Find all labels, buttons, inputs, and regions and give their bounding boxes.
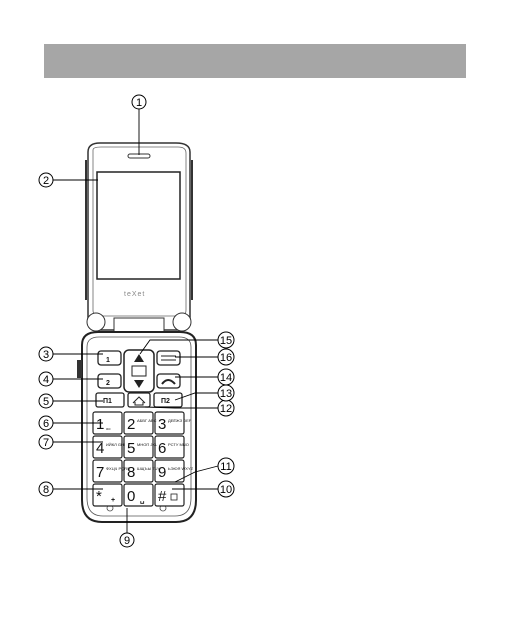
key-2-digit: 2 (127, 416, 135, 433)
call-button (97, 350, 122, 366)
phone-bottom-half: 1 2 П1 П2 (77, 331, 197, 523)
svg-text:15: 15 (220, 335, 232, 347)
callout-6: 6 (38, 415, 54, 431)
key-8-digit: 8 (127, 464, 135, 481)
callout-1: 1 (131, 94, 147, 110)
key-star-letters: + (111, 497, 115, 504)
svg-text:8: 8 (43, 484, 49, 496)
keypad: 1 oo 2 АБВГ ABC 3 ДЕЁЖЗ DEF 4 ИЙКЛ GHI 5… (92, 411, 194, 507)
callout-7: 7 (38, 434, 54, 450)
key-3-letters: ДЕЁЖЗ DEF (168, 418, 192, 423)
svg-text:13: 13 (220, 388, 232, 400)
call-sim2-label: 2 (106, 380, 110, 387)
key-8-letters: ШЩЪЫ TUV (137, 466, 161, 471)
svg-text:11: 11 (220, 461, 231, 473)
callout-12: 12 (217, 399, 235, 417)
callout-11: 11 (217, 457, 235, 475)
callout-3: 3 (38, 346, 54, 362)
callout-8: 8 (38, 481, 54, 497)
center-key (131, 365, 147, 377)
svg-text:2: 2 (43, 175, 49, 187)
svg-text:3: 3 (43, 349, 49, 361)
callout-15: 15 (217, 331, 235, 349)
key-2-letters: АБВГ ABC (137, 418, 157, 423)
key-hash-digit: # (158, 488, 167, 505)
softkey-left (95, 392, 125, 408)
key-1-letters: oo (106, 426, 111, 431)
key-6-letters: РСТУ MNO (168, 442, 189, 447)
callout-2: 2 (38, 172, 54, 188)
softkey-right-label: П2 (161, 398, 170, 405)
svg-text:12: 12 (220, 403, 232, 415)
key-7-digit: 7 (96, 464, 104, 481)
callout-5: 5 (38, 393, 54, 409)
key-9-digit: 9 (158, 464, 166, 481)
key-9-letters: ЬЭЮЯ WXYZ (168, 466, 194, 471)
svg-text:9: 9 (124, 535, 130, 547)
call-sim2-button (97, 373, 122, 389)
callout-13: 13 (217, 384, 235, 402)
key-6-digit: 6 (158, 440, 166, 457)
callout-9: 9 (119, 532, 135, 548)
svg-text:5: 5 (43, 396, 49, 408)
key-star-digit: * (96, 488, 102, 505)
callout-14: 14 (217, 368, 235, 386)
callout-10: 10 (217, 480, 235, 498)
svg-text:7: 7 (43, 437, 49, 449)
svg-text:10: 10 (220, 484, 232, 496)
key-0-digit: 0 (127, 488, 135, 505)
softkey-right (153, 392, 183, 408)
svg-text:6: 6 (43, 418, 49, 430)
phone-top-half: teXet (85, 142, 193, 331)
brand-logo: teXet (124, 291, 145, 298)
lock-icon (170, 493, 178, 501)
key-5-digit: 5 (127, 440, 135, 457)
key-4-letters: ИЙКЛ GHI (106, 442, 125, 447)
menu-key (156, 350, 181, 366)
home-key (127, 392, 151, 408)
key-5-letters: МНОП JKL (137, 442, 158, 447)
callout-4: 4 (38, 371, 54, 387)
callouts: 1 2 3 4 5 6 7 8 9 10 11 12 13 14 15 16 (38, 94, 235, 548)
softkey-left-label: П1 (103, 398, 112, 405)
key-0-letters: ␣ (140, 497, 145, 504)
callout-lines (53, 108, 219, 533)
display-screen (96, 171, 181, 280)
key-4-digit: 4 (96, 440, 104, 457)
svg-text:14: 14 (220, 372, 232, 384)
key-1-digit: 1 (96, 416, 104, 433)
svg-text:16: 16 (220, 352, 232, 364)
key-7-letters: ФХЦЧ PQRS (106, 466, 130, 471)
svg-text:1: 1 (136, 97, 142, 109)
call-button-label: 1 (106, 357, 110, 364)
header-banner (44, 44, 466, 78)
callout-16: 16 (217, 348, 235, 366)
key-3-digit: 3 (158, 416, 166, 433)
svg-text:4: 4 (43, 374, 49, 386)
